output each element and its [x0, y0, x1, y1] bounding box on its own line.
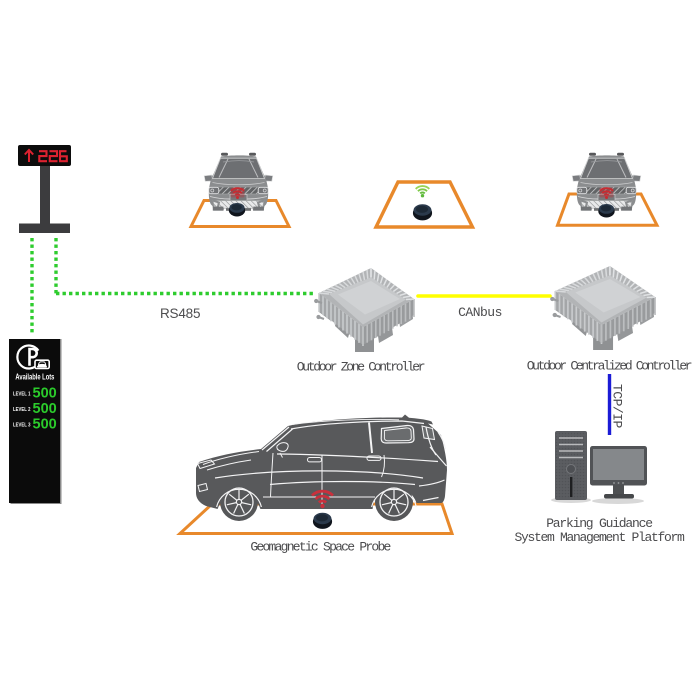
svg-text:500: 500 — [33, 401, 57, 417]
svg-text:CANbus: CANbus — [458, 305, 502, 320]
svg-text:Geomagnetic Space Probe: Geomagnetic Space Probe — [250, 540, 390, 555]
svg-text:TCP/IP: TCP/IP — [610, 384, 625, 429]
svg-text:RS485: RS485 — [160, 306, 200, 321]
svg-text:LEVEL 2: LEVEL 2 — [13, 407, 31, 413]
svg-text:Outdoor Centralized Controller: Outdoor Centralized Controller — [527, 359, 692, 374]
svg-text:System Management Platform: System Management Platform — [514, 530, 685, 545]
svg-text:Available Lots: Available Lots — [15, 373, 54, 382]
svg-text:500: 500 — [33, 417, 57, 433]
svg-text:500: 500 — [33, 386, 57, 402]
svg-text:Parking Guidance: Parking Guidance — [546, 516, 652, 531]
svg-text:Outdoor Zone Controller: Outdoor Zone Controller — [297, 360, 425, 375]
svg-text:LEVEL 1: LEVEL 1 — [13, 392, 31, 398]
svg-text:LEVEL 3: LEVEL 3 — [13, 423, 31, 429]
